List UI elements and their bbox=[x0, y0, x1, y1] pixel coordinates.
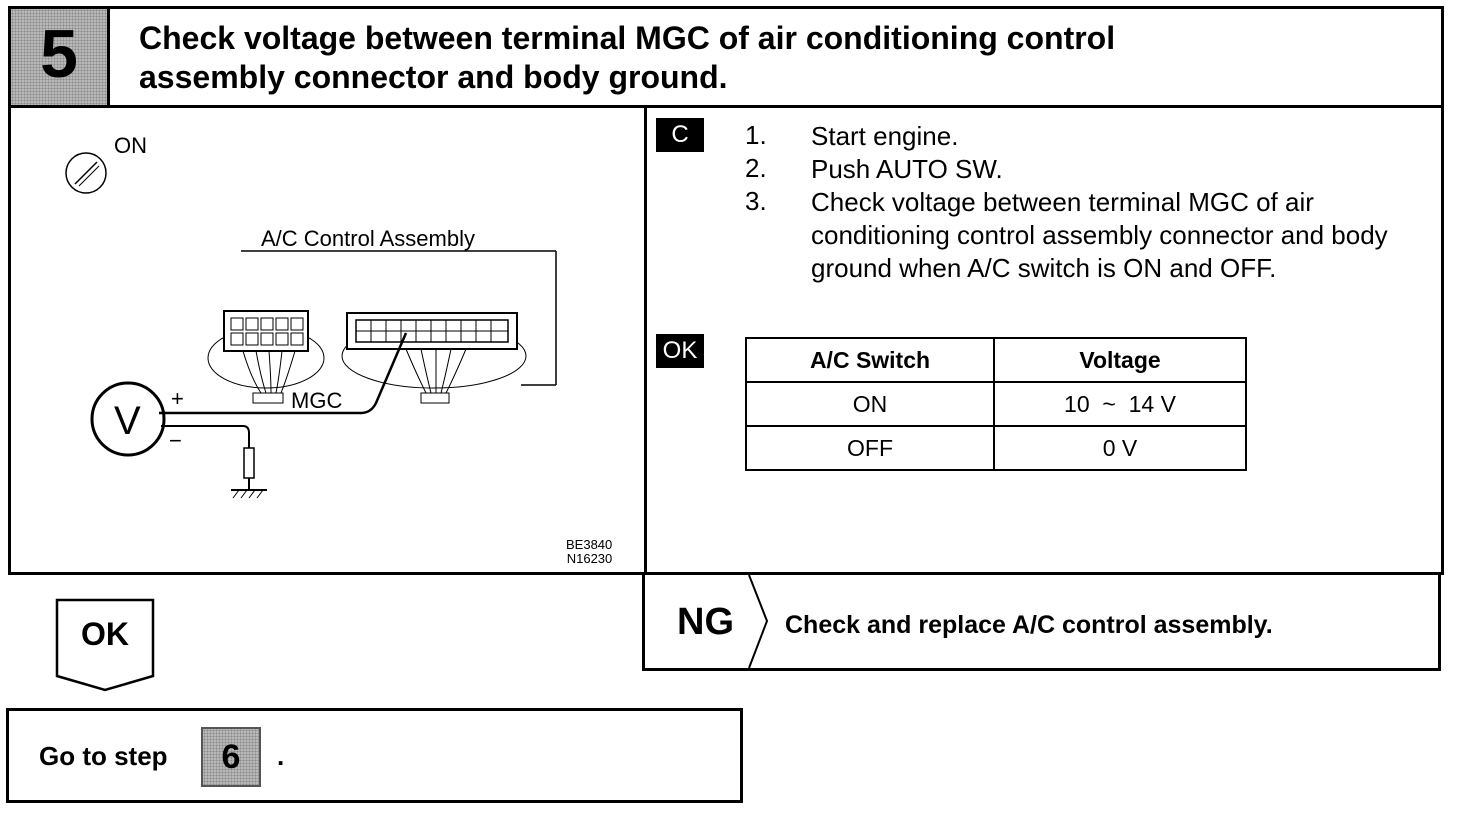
voltmeter-icon: V bbox=[90, 381, 166, 457]
chevron-right-icon bbox=[748, 575, 769, 668]
column-divider bbox=[644, 105, 647, 575]
step-item: 3. Check voltage between terminal MGC of… bbox=[745, 186, 1425, 285]
step-number: 5 bbox=[40, 16, 78, 92]
step-title-line1: Check voltage between terminal MGC of ai… bbox=[139, 20, 1116, 56]
step-item-number: 2. bbox=[745, 153, 767, 183]
terminal-label: MGC bbox=[291, 388, 342, 413]
goto-step-link[interactable]: 6 bbox=[201, 727, 261, 787]
ok-arrow-icon bbox=[55, 598, 155, 692]
ground-icon bbox=[231, 489, 267, 499]
figure-id-1: BE3840 bbox=[566, 537, 613, 552]
table-row: OFF 0 V bbox=[745, 425, 1247, 471]
large-connector-icon bbox=[341, 312, 527, 404]
figure-id-2: N16230 bbox=[566, 551, 613, 566]
ok-result-label: OK bbox=[81, 616, 129, 652]
step-title-line2: assembly connector and body ground. bbox=[139, 59, 728, 95]
step-item-text: Push AUTO SW. bbox=[811, 154, 1003, 184]
step-item-number: 3. bbox=[745, 186, 767, 216]
voltage-table: A/C Switch Voltage ON 10 ~ 14 V OFF 0 V bbox=[745, 337, 1247, 471]
ignition-label: ON bbox=[114, 133, 147, 158]
table-header-row: A/C Switch Voltage bbox=[745, 337, 1247, 383]
procedure-frame: 5 Check voltage between terminal MGC of … bbox=[8, 6, 1444, 575]
goto-suffix: . bbox=[277, 741, 285, 771]
procedure-steps: 1. Start engine. 2. Push AUTO SW. 3. Che… bbox=[745, 120, 1425, 285]
step-item: 2. Push AUTO SW. bbox=[745, 153, 1425, 186]
ng-result-box: NG Check and replace A/C control assembl… bbox=[642, 575, 1441, 671]
step-number-box: 5 bbox=[11, 9, 110, 105]
figure-id: BE3840 N16230 bbox=[566, 538, 612, 566]
minus-label: − bbox=[169, 428, 182, 453]
small-connector-icon bbox=[207, 310, 325, 404]
step-header: 5 Check voltage between terminal MGC of … bbox=[11, 9, 1441, 108]
ng-label: NG bbox=[677, 601, 734, 643]
goto-step-number: 6 bbox=[221, 738, 241, 776]
wiring-diagram-svg: ON A/C Control Assembly bbox=[65, 133, 557, 499]
step-item-number: 1. bbox=[745, 120, 767, 150]
table-cell-switch: OFF bbox=[745, 425, 995, 471]
step-title: Check voltage between terminal MGC of ai… bbox=[139, 19, 1339, 97]
table-row: ON 10 ~ 14 V bbox=[745, 381, 1247, 427]
step-item: 1. Start engine. bbox=[745, 120, 1425, 153]
ignition-key-icon bbox=[65, 152, 107, 194]
plus-label: + bbox=[171, 386, 184, 411]
voltmeter-label: V bbox=[114, 399, 141, 443]
ok-badge: OK bbox=[656, 334, 704, 368]
step-item-text: Check voltage between terminal MGC of ai… bbox=[811, 187, 1388, 283]
table-header-voltage: Voltage bbox=[993, 337, 1247, 383]
ng-action-text: Check and replace A/C control assembly. bbox=[785, 611, 1273, 639]
step-item-text: Start engine. bbox=[811, 121, 959, 151]
goto-text: Go to step bbox=[39, 741, 168, 771]
goto-step-box: Go to step 6 . bbox=[6, 708, 743, 803]
table-cell-voltage: 10 ~ 14 V bbox=[993, 381, 1247, 427]
table-cell-switch: ON bbox=[745, 381, 995, 427]
table-header-switch: A/C Switch bbox=[745, 337, 995, 383]
wiring-diagram: ON A/C Control Assembly bbox=[11, 108, 644, 578]
table-cell-voltage: 0 V bbox=[993, 425, 1247, 471]
assembly-label: A/C Control Assembly bbox=[261, 226, 475, 251]
condition-badge: C bbox=[656, 118, 704, 152]
